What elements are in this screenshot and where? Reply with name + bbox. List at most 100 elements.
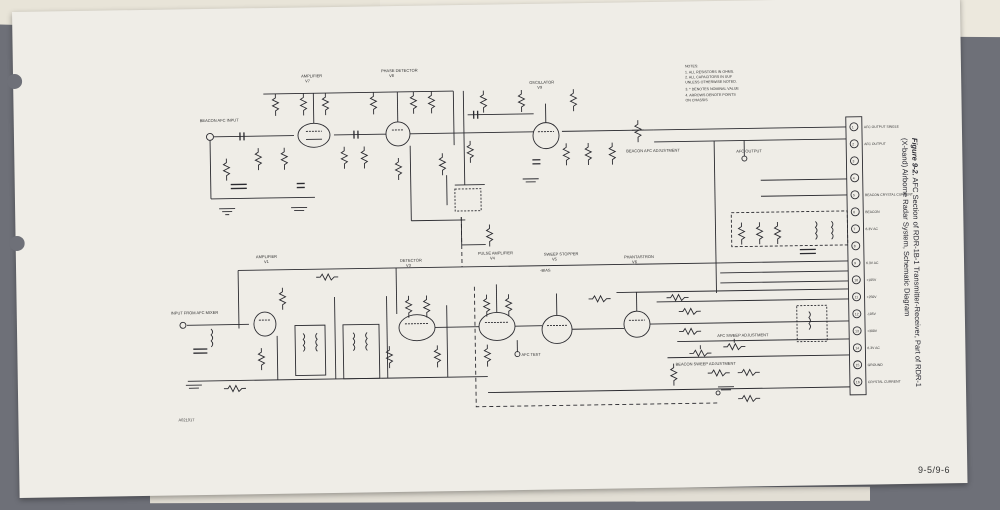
schematic-page: AMPLIFIER V7 PHASE DETECTOR V8 OSCILLATO… — [6, 0, 968, 498]
label-beacon-afc-adjustment: BEACON AFC ADJUSTMENT — [626, 148, 680, 154]
tube-v8 — [385, 121, 411, 147]
switch-contact — [715, 390, 721, 396]
terminal-number: 6 — [853, 210, 855, 214]
note-line: 1. ALL RESISTORS IN OHMS. — [685, 70, 734, 75]
tube-v7 — [297, 122, 331, 148]
stage-label-v9: OSCILLATOR — [529, 79, 554, 84]
terminal-number: 7 — [853, 227, 855, 231]
resistor-group-top — [222, 89, 617, 181]
tube-v6 — [623, 310, 651, 338]
label-minus-bias: -BIAS — [540, 268, 551, 273]
terminal-number: 11 — [855, 295, 859, 299]
terminal-label: GROUND — [868, 363, 884, 367]
drawing-number: A021917 — [178, 417, 195, 423]
if-transformer-t1 — [294, 324, 327, 377]
note-line: UNLESS OTHERWISE NOTED. — [685, 80, 737, 85]
signal-line — [213, 135, 294, 138]
notes-block: NOTES: 1. ALL RESISTORS IN OHMS. 2. ALL … — [685, 64, 740, 102]
terminal-pin — [849, 139, 859, 149]
relay-k1 — [454, 188, 482, 212]
terminal-pin — [851, 241, 861, 251]
beacon-sweep-adjustment-pot — [689, 349, 712, 358]
beacon-afc-adjustment-pot — [633, 120, 642, 143]
terminal-pin — [851, 258, 861, 268]
label-afc-mixer-input: INPUT FROM AFC MIXER — [171, 310, 219, 316]
stage-label-v4: PULSE AMPLIFIER — [478, 250, 513, 256]
terminal-number: 2 — [852, 142, 854, 146]
terminal-pin — [852, 343, 862, 353]
relay-box-lower — [796, 304, 828, 343]
stage-ref-v3: V3 — [406, 263, 412, 268]
ground-bus-lower — [187, 376, 488, 382]
resistor-group-lower — [223, 273, 761, 403]
terminal-label: 6.3V AC — [866, 261, 879, 265]
tube-v1 — [253, 311, 277, 337]
terminal-pin — [850, 207, 860, 217]
afc-test-jack — [514, 351, 521, 358]
stage-label-v7: AMPLIFIER — [301, 73, 322, 78]
afc-sweep-adjustment-pot — [723, 342, 746, 351]
stage-ref-v8: V8 — [389, 73, 395, 78]
label-afc-output: AFC OUTPUT — [736, 148, 762, 153]
terminal-pin — [852, 292, 862, 302]
stage-ref-v9: V9 — [537, 85, 543, 90]
terminal-pin — [852, 326, 862, 336]
tube-v9 — [532, 122, 560, 150]
terminal-pin — [849, 122, 859, 132]
note-line: ON CHASSIS — [685, 98, 708, 102]
note-line: 4. ARROWS DENOTE POINTS — [685, 93, 736, 98]
stage-ref-v5: V5 — [552, 256, 558, 261]
terminal-pin — [852, 309, 862, 319]
label-afc-test: AFC TEST — [521, 352, 541, 357]
terminal-board-tb1 — [845, 116, 867, 396]
terminal-number: 14 — [855, 346, 859, 350]
label-beacon-afc-input: BEACON AFC INPUT — [200, 117, 240, 123]
stage-ref-v1: V1 — [264, 259, 270, 264]
label-beacon-sweep-adjustment: BEACON SWEEP ADJUSTMENT — [676, 361, 737, 367]
terminal-label: CRYSTAL CURRENT — [868, 380, 901, 385]
relay-coils-right — [730, 210, 849, 255]
stage-label-v1: AMPLIFIER — [256, 254, 277, 259]
terminal-number: 10 — [854, 278, 858, 282]
terminal-number: 5 — [853, 193, 855, 197]
tube-v4 — [478, 311, 516, 341]
stage-ref-v4: V4 — [490, 255, 496, 260]
stage-label-v5: SWEEP STOPPER — [544, 251, 579, 257]
stage-ref-v7: V7 — [305, 78, 311, 83]
input-coil — [193, 328, 214, 354]
afc-mixer-input-line — [186, 323, 249, 326]
afc-output-testpoint — [741, 155, 748, 162]
stage-label-v3: DETECTOR — [400, 258, 422, 263]
stage-label-v6: PHANTASTRON — [624, 254, 654, 259]
terminal-pin — [851, 224, 860, 234]
bplus-bus — [263, 90, 454, 95]
stage-label-v8: PHASE DETECTOR — [381, 68, 418, 74]
figure-caption: Figure 9-2. AFC Section of RDR-1B-1 Tran… — [875, 138, 924, 459]
terminal-label: BEACON CRYSTAL CURRENT — [865, 192, 913, 197]
terminal-label: AFC OUTPUT SINGLE — [864, 125, 900, 130]
terminal-number: 1 — [852, 125, 854, 129]
terminal-number: 12 — [855, 312, 859, 316]
terminal-pin — [851, 275, 861, 285]
terminal-pin — [853, 377, 863, 387]
terminal-number: 8 — [854, 244, 856, 248]
notes-title: NOTES: — [685, 64, 698, 68]
if-transformer-t2 — [342, 323, 381, 380]
tube-v5 — [541, 315, 573, 344]
note-line: 2. ALL CAPACITORS IN UUF — [685, 75, 733, 80]
terminal-number: 3 — [852, 159, 854, 163]
terminal-number: 16 — [856, 380, 860, 384]
terminal-number: 13 — [855, 329, 859, 333]
terminal-pin — [850, 173, 860, 183]
terminal-label: 6.3V AC — [865, 227, 878, 231]
beacon-afc-input-jack — [206, 132, 214, 141]
terminal-pin — [849, 156, 859, 166]
terminal-number: 9 — [854, 261, 856, 265]
figure-label: Figure 9-2. — [910, 137, 920, 176]
schematic-diagram: AMPLIFIER V7 PHASE DETECTOR V8 OSCILLATO… — [171, 64, 913, 408]
capacitor-group-top — [239, 110, 541, 189]
terminal-pin — [853, 360, 863, 370]
terminal-number: 4 — [853, 176, 855, 180]
label-afc-sweep-adjustment: AFC SWEEP ADJUSTMENT — [717, 332, 769, 338]
